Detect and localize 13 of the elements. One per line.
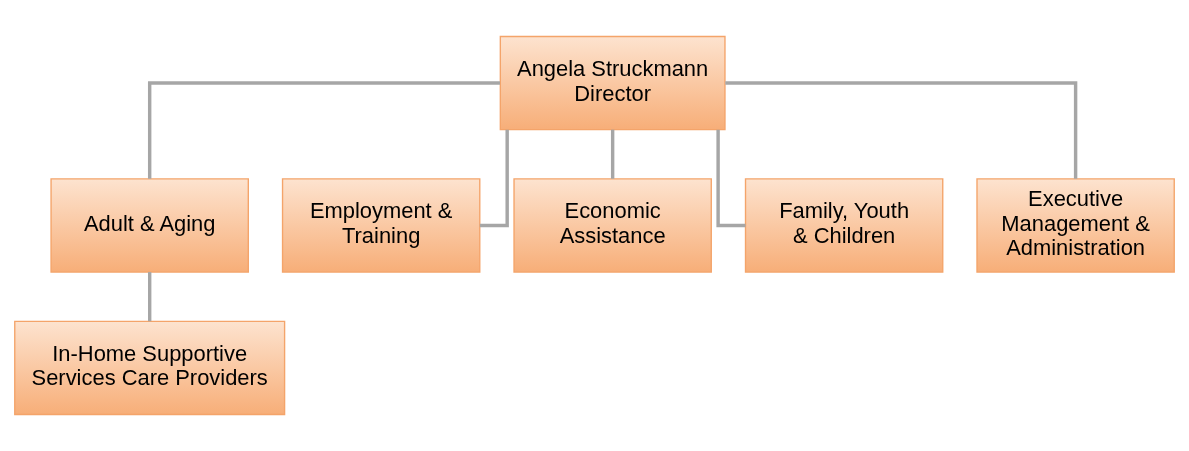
- node-box: In-Home Supportive Services Care Providers: [14, 320, 286, 416]
- connector: [479, 129, 509, 228]
- node-box: Economic Assistance: [513, 178, 712, 273]
- node-box: Family, Youth & Children: [744, 178, 944, 273]
- node-box: Adult & Aging: [50, 178, 249, 273]
- connector: [147, 81, 500, 179]
- connector: [716, 129, 746, 228]
- connector: [147, 272, 152, 322]
- connector: [725, 81, 1078, 179]
- node-box: Angela Struckmann Director: [499, 35, 726, 131]
- connector: [610, 129, 615, 179]
- node-box: Employment & Training: [281, 178, 481, 273]
- node-box: Executive Management & Administration: [976, 178, 1175, 273]
